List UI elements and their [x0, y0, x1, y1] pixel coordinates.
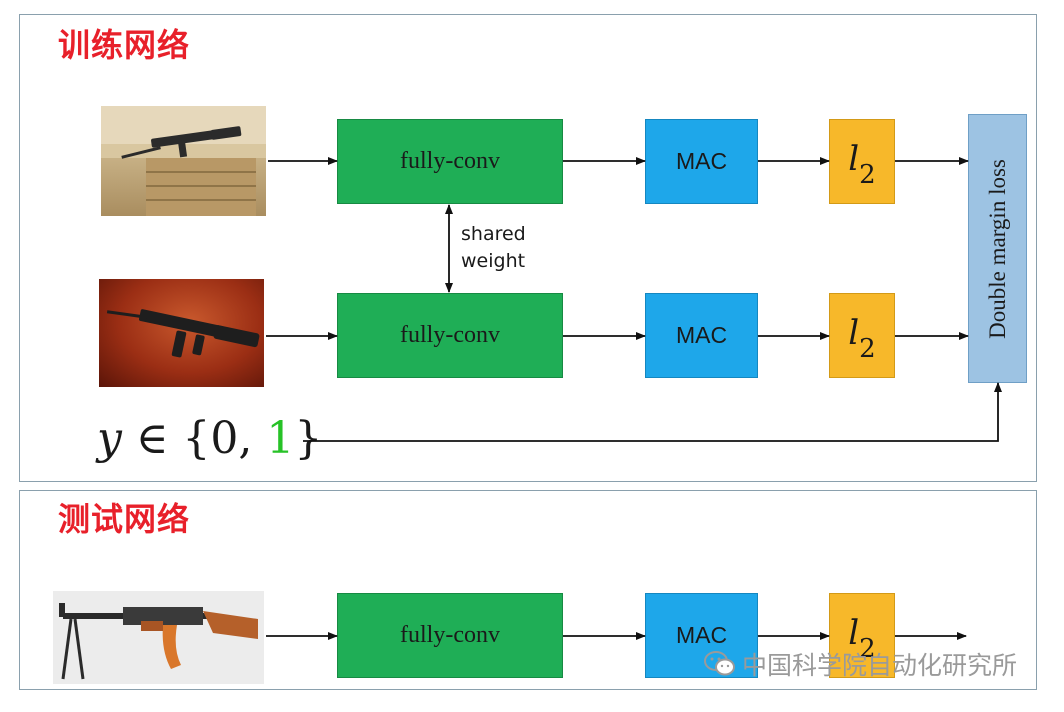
mac-label: MAC	[675, 622, 728, 648]
label-set: y ∈ {0, 1}	[97, 413, 323, 464]
wechat-icon	[704, 651, 735, 676]
fully-conv-box-top: fully-conv	[337, 119, 563, 204]
machine-gun-photo	[53, 591, 264, 684]
rifle-photo-top	[101, 106, 266, 216]
l2-norm-box-bottom: l2	[829, 293, 895, 378]
shared-weight-label: shared weight	[461, 223, 526, 272]
l2-label: l2	[848, 612, 876, 665]
mac-label: MAC	[675, 148, 728, 174]
watermark: 中国科学院自动化研究所	[704, 646, 1017, 682]
training-panel	[19, 14, 1037, 482]
double-margin-loss-box: Double margin loss	[968, 114, 1027, 383]
l2-norm-box-test: l2	[829, 593, 895, 678]
rifle-photo-bottom	[99, 279, 264, 387]
fully-conv-label: fully-conv	[400, 322, 500, 348]
mac-box-bottom: MAC	[645, 293, 758, 378]
mac-label: MAC	[675, 322, 728, 348]
fully-conv-box-bottom: fully-conv	[337, 293, 563, 378]
fully-conv-box-test: fully-conv	[337, 593, 563, 678]
l2-label: l2	[848, 138, 876, 191]
l2-norm-box-top: l2	[829, 119, 895, 204]
watermark-text: 中国科学院自动化研究所	[742, 651, 1018, 680]
l2-label: l2	[848, 312, 876, 365]
loss-label: Double margin loss	[984, 158, 1010, 339]
fully-conv-label: fully-conv	[400, 622, 500, 648]
mac-box-test: MAC	[645, 593, 758, 678]
training-title: 训练网络	[58, 26, 191, 64]
mac-box-top: MAC	[645, 119, 758, 204]
fully-conv-label: fully-conv	[400, 148, 500, 174]
testing-title: 测试网络	[58, 500, 191, 538]
